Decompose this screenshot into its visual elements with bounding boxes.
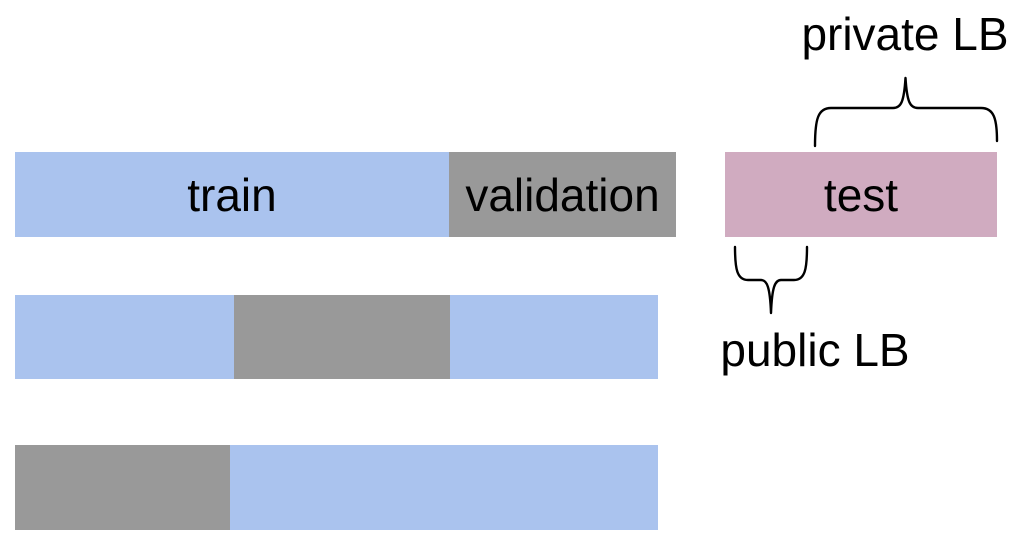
validation-label: validation [465, 168, 660, 221]
fold2-train-left-bar [15, 295, 234, 379]
validation-bar: validation [449, 152, 676, 237]
fold3-train-bar [230, 445, 658, 530]
test-label: test [823, 168, 899, 221]
public-lb-label: public LB [720, 324, 910, 376]
public-lb-brace [733, 245, 809, 315]
train-label: train [187, 168, 277, 221]
fold3-validation-bar [15, 445, 230, 530]
fold2-validation-bar [234, 295, 450, 379]
train-bar: train [15, 152, 449, 237]
test-bar: test [725, 152, 997, 237]
fold2-train-right-bar [450, 295, 658, 379]
private-lb-label: private LB [801, 8, 1009, 60]
private-lb-brace [813, 76, 999, 148]
